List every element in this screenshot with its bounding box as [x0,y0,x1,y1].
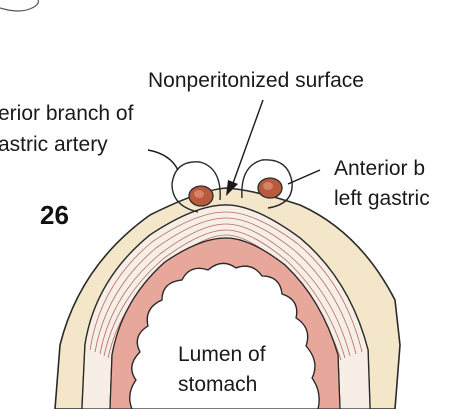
lumen-label-line2: stomach [178,372,257,397]
figure-number: 26 [40,200,69,231]
nonperitonized-surface-label: Nonperitonized surface [148,68,364,93]
leader-lines [148,100,320,186]
left-gastric-vessel-right [258,178,282,198]
right-branch-label-line1: Anterior b [334,156,425,181]
left-gastric-vessel-left [189,186,213,206]
left-branch-label-line1: erior branch of [0,101,133,126]
right-branch-pointer [288,170,320,184]
right-branch-label-line2: left gastric [334,186,430,211]
nonperitonized-pointer [232,100,263,186]
lumen-label-line1: Lumen of [178,342,266,367]
left-branch-label-line2: astric artery [0,132,108,157]
corner-sketch-fragment [0,0,38,11]
left-branch-pointer [148,150,178,170]
